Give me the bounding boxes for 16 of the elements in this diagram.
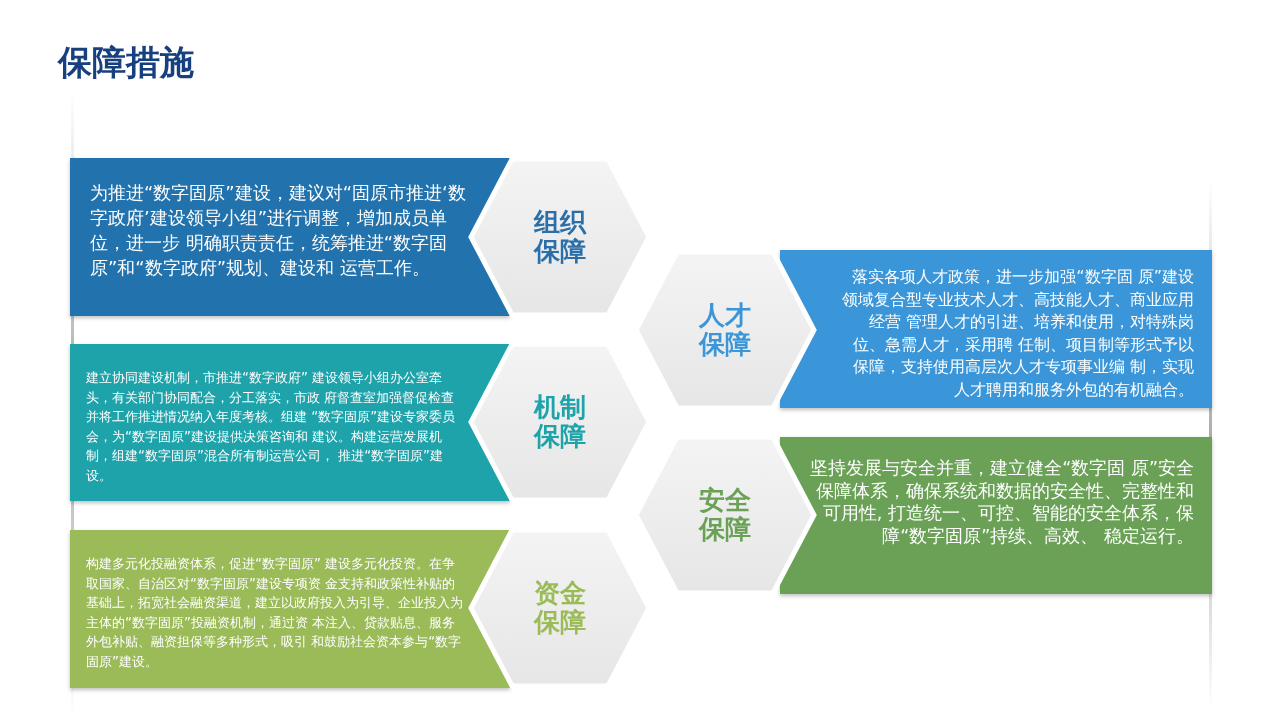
section-heading: 资金保障 xyxy=(532,579,587,637)
section-heading: 人才保障 xyxy=(697,301,752,359)
banner-panel xyxy=(70,158,510,316)
banner-panel xyxy=(780,250,1212,408)
description-text: 为推进“数字固原”建设，建议对“固原市推进‘数字政府’建设领导小组”进行调整，增加成员单位，进一步 明确职责责任，统筹推进“数字固原”和“数字政府”规划、建设和 运营工作。 xyxy=(90,181,467,280)
description-text: 坚持发展与安全并重，建立健全“数字固 原”安全保障体系，确保系统和数据的安全性、完整性和可用性, 打造统一、可控、智能的安全体系，保障“数字固原”持续、高效、 稳定运行。 xyxy=(810,457,1194,547)
section-heading: 组织保障 xyxy=(532,208,588,266)
banner-panel xyxy=(780,437,1212,594)
section-heading: 机制保障 xyxy=(532,393,587,451)
page-title: 保障措施 xyxy=(58,41,194,84)
banner-panel xyxy=(70,530,510,688)
banner-panel xyxy=(70,344,510,501)
description-text: 建立协同建设机制，市推进“数字政府” 建设领导小组办公室牵头，有关部门协同配合，分工落实，市政 府督查室加强督促检查并将工作推进情况纳入年度考核。组建 “数字固原”建设专家委员会，为“数字固原”建设提供决策咨询和 建议。构建运营发展机制，组建“数字固原”混合所有制运营公司， 推进“数字固原”建设。 xyxy=(86,369,457,485)
description-text: 落实各项人才政策，进一步加强“数字固 原”建设领域复合型专业技术人才、高技能人才、商业应用经营 管理人才的引进、培养和使用，对特殊岗位、急需人才，采用聘 任制、项目制等形式予以保障，支持使用高层次人才专项事业编 制，实现人才聘用和服务外包的有机融合。 xyxy=(841,266,1194,401)
section-heading: 安全保障 xyxy=(697,486,752,544)
description-text: 构建多元化投融资体系，促进“数字固原” 建设多元化投资。在争取国家、自治区对“数字固原”建设专项资 金支持和政策性补贴的基础上，拓宽社会融资渠道，建立以政府投入为引导、企业投入为主体的“数字固原”投融资机制，通过资 本注入、贷款贴息、服务外包补贴、融资担保等多种形式，吸引 和鼓励社会资本参与“数字固原”建设。 xyxy=(86,555,464,671)
